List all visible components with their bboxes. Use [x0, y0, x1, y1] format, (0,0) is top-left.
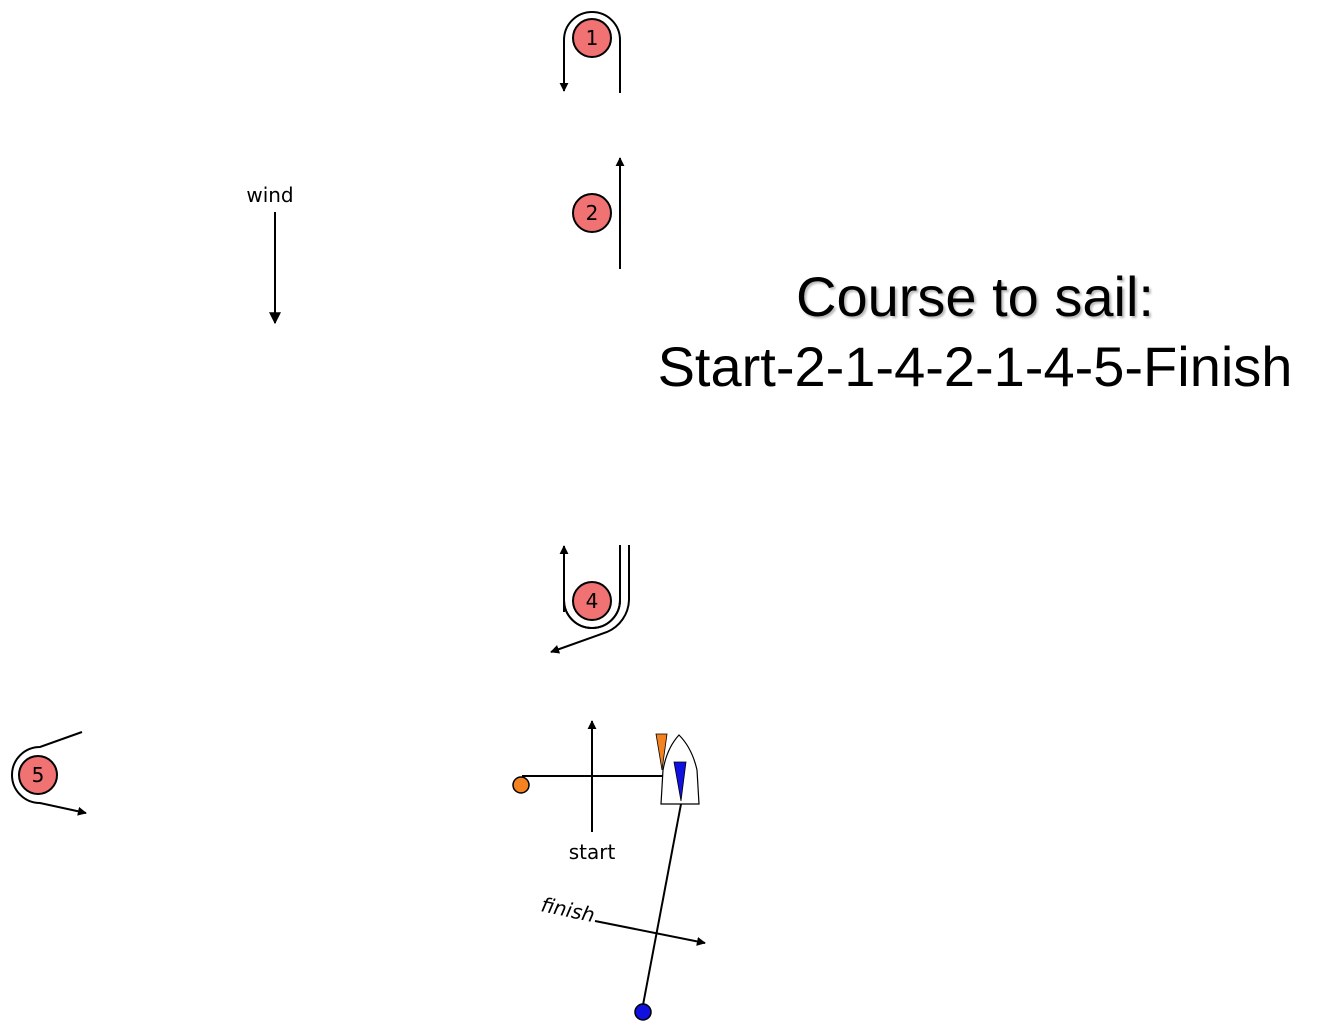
mark-1: 1: [572, 18, 612, 58]
mark-2: 2: [572, 193, 612, 233]
course-title: Course to sail: Start-2-1-4-2-1-4-5-Fini…: [630, 262, 1320, 402]
mark-4: 4: [572, 581, 612, 621]
orange-flag: [655, 733, 668, 771]
mark-4-label: 4: [586, 589, 599, 613]
start-line: start: [512, 720, 664, 864]
start-pin-buoy: [512, 776, 530, 794]
mark-5-rounding-path: [11, 731, 87, 816]
wind-label: wind: [246, 183, 293, 207]
mark-5: 5: [18, 755, 58, 795]
mark-2-label: 2: [586, 201, 599, 225]
finish-label: finish: [539, 892, 597, 927]
course-title-line-1: Course to sail:: [796, 265, 1154, 328]
mark-1-rounding-path: [559, 11, 621, 93]
finish-pin-buoy: [634, 1003, 652, 1021]
mark-1-label: 1: [586, 26, 599, 50]
start-label: start: [569, 840, 616, 864]
committee-boat: [655, 733, 700, 805]
finish-line: finish: [539, 803, 706, 1021]
mark-5-label: 5: [32, 763, 45, 787]
blue-flag: [673, 761, 687, 802]
mark-4-rounding-path: [550, 545, 630, 654]
course-sequence: Start-2-1-4-2-1-4-5-Finish: [657, 335, 1293, 398]
wind-indicator: wind: [246, 183, 294, 325]
